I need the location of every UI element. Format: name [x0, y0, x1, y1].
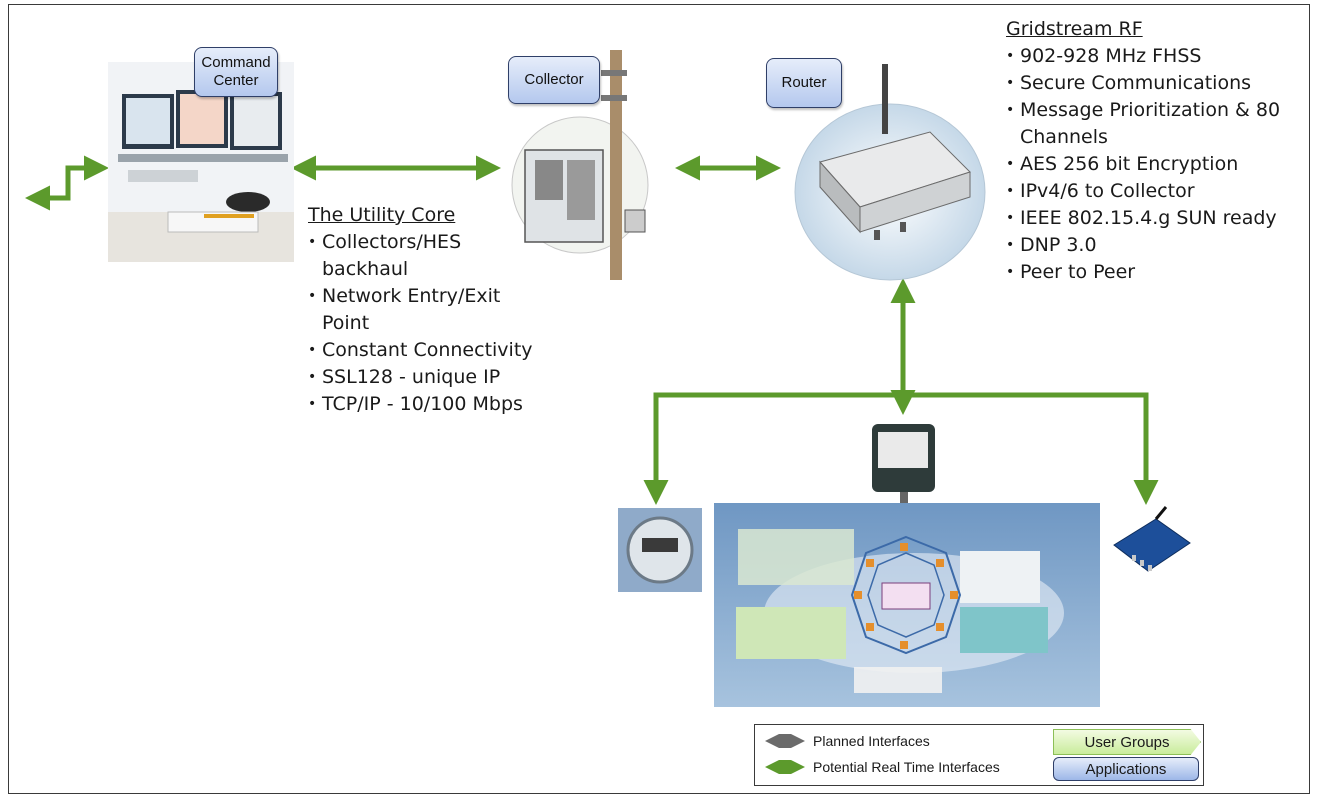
- utility-core-item: SSL128 - unique IP: [308, 364, 548, 391]
- utility-core-item: Network Entry/Exit Point: [308, 283, 548, 337]
- legend-user-groups-label: User Groups: [1084, 733, 1170, 751]
- utility-core-title: The Utility Core: [308, 204, 456, 226]
- utility-pole-collector: [511, 50, 649, 280]
- gridstream-item: AES 256 bit Encryption: [1006, 151, 1302, 178]
- gridstream-item: Message Prioritization & 80 Channels: [1006, 97, 1302, 151]
- utility-core-item: Constant Connectivity: [308, 337, 548, 364]
- xbee-module: [1113, 506, 1191, 572]
- utility-core-item: Collectors/HES backhaul: [308, 229, 548, 283]
- diagram-frame: [8, 4, 1310, 794]
- gridstream-item: IPv4/6 to Collector: [1006, 178, 1302, 205]
- gridstream-item: Peer to Peer: [1006, 259, 1302, 286]
- legend-realtime-label: Potential Real Time Interfaces: [813, 759, 1000, 775]
- command-center-label: Command Center: [201, 54, 271, 89]
- link-bus-meter: [643, 392, 1159, 505]
- realtime-arrow-icon: [765, 760, 805, 774]
- router-node: Router: [766, 58, 842, 108]
- utility-core-item: TCP/IP - 10/100 Mbps: [308, 391, 548, 418]
- legend-realtime: Potential Real Time Interfaces: [763, 759, 1000, 775]
- gridstream-title: Gridstream RF: [1006, 18, 1143, 40]
- electric-meter: [618, 508, 702, 592]
- gridstream-block: Gridstream RF 902-928 MHz FHSS Secure Co…: [1006, 16, 1302, 286]
- gridstream-item: DNP 3.0: [1006, 232, 1302, 259]
- planned-arrow-icon: [765, 734, 805, 748]
- legend-planned-label: Planned Interfaces: [813, 733, 930, 749]
- legend: Planned Interfaces Potential Real Time I…: [754, 724, 1204, 786]
- link-external-command: [25, 155, 109, 211]
- legend-applications: Applications: [1053, 757, 1199, 781]
- legend-planned: Planned Interfaces: [763, 733, 930, 749]
- legend-applications-label: Applications: [1085, 760, 1167, 778]
- router-device: [794, 64, 986, 281]
- collector-node: Collector: [508, 56, 600, 104]
- utility-core-block: The Utility Core Collectors/HES backhaul…: [308, 202, 548, 418]
- legend-user-groups: User Groups: [1053, 729, 1201, 755]
- router-label: Router: [781, 74, 827, 91]
- esp-network-diagram: [714, 503, 1100, 707]
- collector-label: Collector: [524, 71, 584, 88]
- gridstream-item: IEEE 802.15.4.g SUN ready: [1006, 205, 1302, 232]
- gridstream-item: Secure Communications: [1006, 70, 1302, 97]
- relay-device: [872, 424, 935, 506]
- gridstream-item: 902-928 MHz FHSS: [1006, 43, 1302, 70]
- command-center-node: Command Center: [194, 47, 278, 97]
